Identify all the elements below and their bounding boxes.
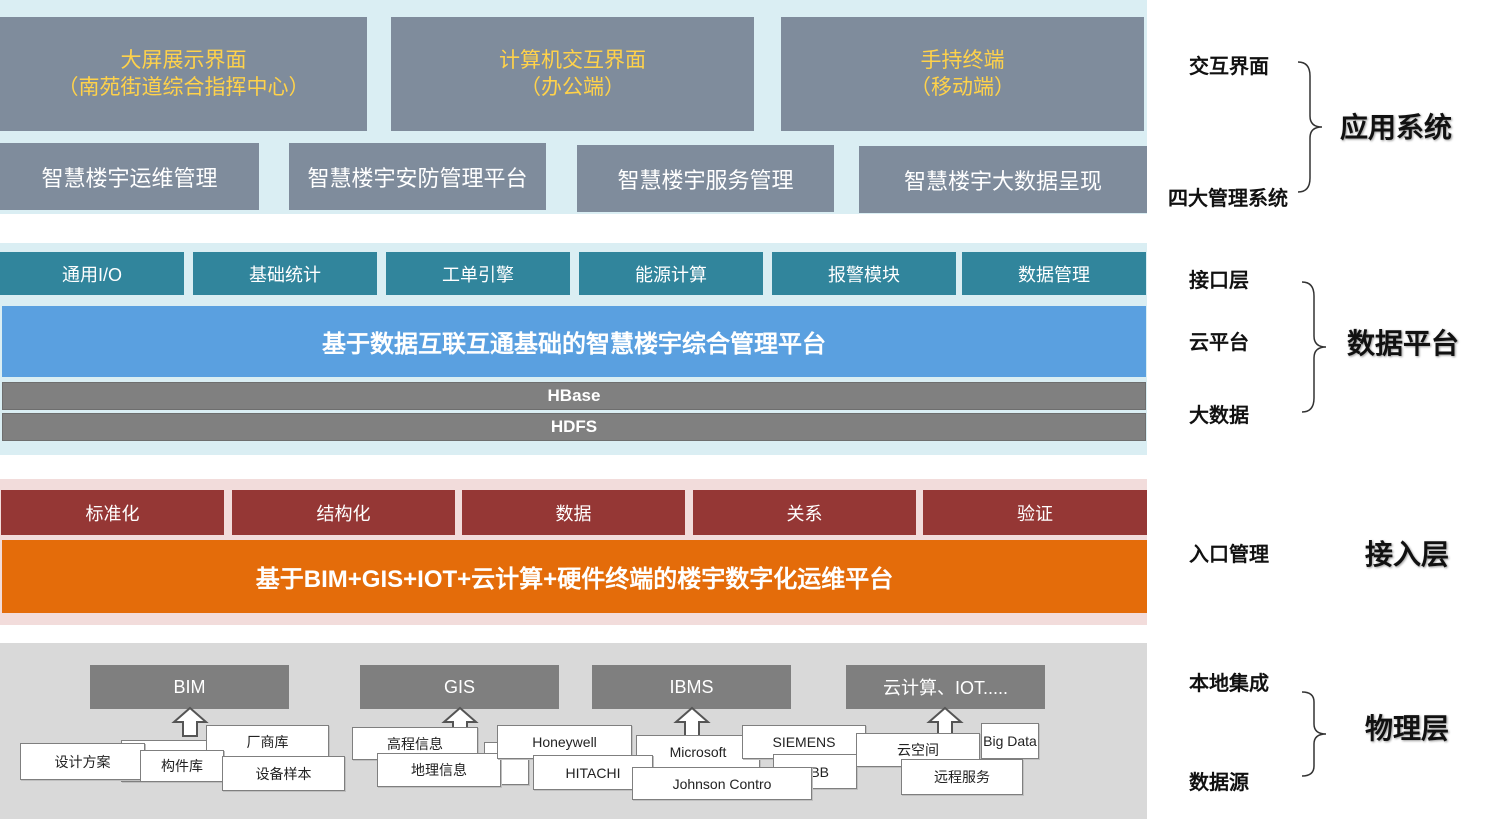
handheld-subtitle: （移动端） — [910, 76, 1015, 99]
hbase-layer: HBase — [2, 382, 1146, 410]
big-screen-title: 大屏展示界面 — [120, 49, 247, 72]
label-physical-layer: 物理层 — [1365, 713, 1450, 744]
step-relation: 关系 — [693, 490, 916, 535]
module-basic-stats: 基础统计 — [193, 252, 377, 295]
label-big-data: 大数据 — [1189, 405, 1249, 427]
handheld-title: 手持终端 — [920, 49, 1005, 72]
integrated-management-platform: 基于数据互联互通基础的智慧楼宇综合管理平台 — [2, 306, 1146, 377]
computer-interface-box: 计算机交互界面 （办公端） — [391, 17, 754, 131]
big-screen-subtitle: （南苑街道综合指挥中心） — [57, 76, 310, 99]
brace-icon — [1297, 61, 1323, 193]
computer-interface-title: 计算机交互界面 — [499, 49, 646, 72]
hdfs-layer: HDFS — [2, 413, 1146, 441]
step-standardize: 标准化 — [1, 490, 224, 535]
up-arrow-icon — [170, 706, 210, 738]
card-device-samples: 设备样本 — [222, 756, 345, 791]
label-local-integration: 本地集成 — [1189, 673, 1269, 695]
card-design-plan: 设计方案 — [20, 743, 145, 780]
step-structure: 结构化 — [232, 490, 455, 535]
label-cloud-platform: 云平台 — [1189, 332, 1249, 354]
security-platform-box: 智慧楼宇安防管理平台 — [289, 143, 546, 210]
module-data-management: 数据管理 — [962, 252, 1146, 295]
label-data-platform: 数据平台 — [1347, 328, 1460, 359]
digital-ops-platform: 基于BIM+GIS+IOT+云计算+硬件终端的楼宇数字化运维平台 — [2, 540, 1147, 613]
module-alarm: 报警模块 — [772, 252, 956, 295]
step-verify: 验证 — [923, 490, 1147, 535]
module-energy-calc: 能源计算 — [579, 252, 763, 295]
step-data: 数据 — [462, 490, 685, 535]
label-interaction-ui: 交互界面 — [1189, 56, 1269, 78]
label-entry-management: 入口管理 — [1189, 544, 1269, 566]
brace-icon — [1301, 281, 1327, 413]
big-screen-interface-box: 大屏展示界面 （南苑街道综合指挥中心） — [0, 17, 367, 131]
card-siemens: SIEMENS — [742, 725, 866, 759]
big-data-display-box: 智慧楼宇大数据呈现 — [859, 146, 1147, 213]
card-remote-service: 远程服务 — [901, 759, 1023, 795]
label-application-system: 应用系统 — [1340, 112, 1453, 143]
ibms-header: IBMS — [592, 665, 791, 709]
bim-header: BIM — [90, 665, 289, 709]
up-arrow-icon — [672, 706, 712, 738]
computer-interface-subtitle: （办公端） — [520, 76, 625, 99]
card-johnson-controls: Johnson Contro — [632, 767, 812, 800]
module-general-io: 通用I/O — [0, 252, 184, 295]
label-four-systems: 四大管理系统 — [1168, 188, 1288, 210]
card-big-data: Big Data — [981, 723, 1039, 759]
card-vendor-library: 厂商库 — [206, 725, 329, 759]
gis-header: GIS — [360, 665, 559, 709]
card-microsoft: Microsoft — [636, 735, 760, 769]
handheld-terminal-box: 手持终端 （移动端） — [781, 17, 1144, 131]
card-component-library: 构件库 — [140, 750, 224, 782]
card-honeywell: Honeywell — [497, 725, 632, 759]
ops-management-box: 智慧楼宇运维管理 — [0, 143, 259, 210]
cloud-iot-header: 云计算、IOT..... — [846, 665, 1045, 709]
card-geo-info: 地理信息 — [377, 753, 501, 787]
service-management-box: 智慧楼宇服务管理 — [577, 145, 834, 212]
brace-icon — [1301, 691, 1327, 777]
label-data-source: 数据源 — [1189, 772, 1249, 794]
module-workorder-engine: 工单引擎 — [386, 252, 570, 295]
label-interface-layer: 接口层 — [1189, 270, 1249, 292]
label-access-layer: 接入层 — [1365, 539, 1450, 570]
